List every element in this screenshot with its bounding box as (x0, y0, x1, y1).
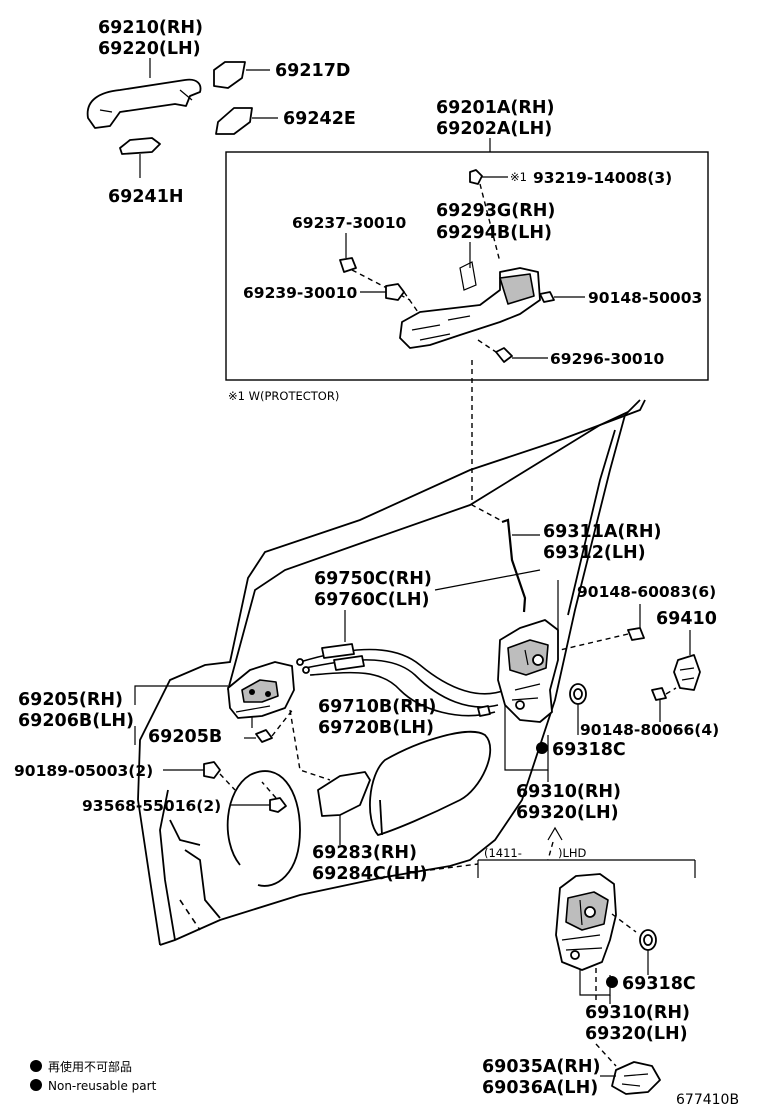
handle-outer-label-lh: 69220(LH) (98, 39, 201, 59)
protector-note: ※1 W(PROTECTOR) (228, 389, 339, 403)
handle-cap-d-part (213, 61, 246, 89)
legend-en-text: Non-reusable part (48, 1079, 157, 1093)
lock-cover-label-lh: 69036A(LH) (482, 1078, 598, 1098)
bolt-90148-60083-label: 90148-60083(6) (577, 583, 716, 601)
handle-cap-e-part (215, 107, 253, 135)
screw-93219-label: 93219-14008(3) (533, 169, 672, 187)
part-69239-label: 69239-30010 (243, 284, 357, 302)
lock-lower-label-lh: 69320(LH) (585, 1024, 688, 1044)
washer-lower-label: 69318C (622, 974, 696, 994)
lock-cover-part (611, 1061, 661, 1095)
lhd-code-label: (1411- (484, 846, 522, 860)
diagram-id: 677410B (676, 1092, 739, 1108)
lock-lower-label-rh: 69310(RH) (585, 1003, 690, 1023)
cover-label-rh: 69283(RH) (312, 843, 417, 863)
part-69237-label: 69237-30010 (292, 214, 406, 232)
non-reusable-dot (536, 742, 548, 754)
inner-handle-label-lh: 69206B(LH) (18, 711, 134, 731)
frame-assy-label-lh: 69202A(LH) (436, 119, 552, 139)
door-striker-part (673, 654, 701, 691)
inner-handle-group: 69205(RH) 69206B(LH) 69205B 90189-05003(… (14, 661, 479, 884)
handle-outer-label-rh: 69210(RH) (98, 18, 203, 38)
clip-90189-label: 90189-05003(2) (14, 762, 153, 780)
rod-label-lh: 69312(LH) (543, 543, 646, 563)
rod-group: 69311A(RH) 69312(LH) (501, 518, 662, 613)
legend: 再使用不可部品 Non-reusable part (30, 1059, 157, 1093)
frame-69293-label-lh: 69294B(LH) (436, 223, 552, 243)
rod-label-rh: 69311A(RH) (543, 522, 662, 542)
inner-handle-label-rh: 69205(RH) (18, 690, 123, 710)
cable-upper-label-lh: 69760C(LH) (314, 590, 430, 610)
cap-d-label: 69217D (275, 61, 350, 81)
cable-lower-label-rh: 69710B(RH) (318, 697, 436, 717)
cable-lower-label-lh: 69720B(LH) (318, 718, 434, 738)
striker-label: 69410 (656, 609, 717, 629)
frame-assy-group: 69201A(RH) 69202A(LH) ※1 93219-14008(3) … (225, 98, 709, 403)
non-reusable-dot-lhd (606, 976, 618, 988)
outer-handle-group: 69210(RH) 69220(LH) 69217D 69242E 69241H (86, 18, 356, 207)
handle-pad-part (119, 137, 161, 155)
outer-door-handle-part (86, 78, 202, 129)
lock-assy-upper-group: 90148-60083(6) 69410 90148-80066(4) 6931… (497, 580, 719, 861)
bolt-90148-50003-label: 90148-50003 (588, 289, 702, 307)
legend-jp-text: 再使用不可部品 (48, 1059, 132, 1074)
legend-dot-jp (30, 1060, 42, 1072)
bolt-90148-80066-label: 90148-80066(4) (580, 721, 719, 739)
lock-top-label-lh: 69320(LH) (516, 803, 619, 823)
lhd-label: )LHD (558, 846, 587, 860)
frame-assy-box (225, 151, 709, 381)
inner-handle-cover-part (317, 771, 371, 817)
screw-93568-label: 93568-55016(2) (82, 797, 221, 815)
cable-upper-label-rh: 69750C(RH) (314, 569, 432, 589)
washer-top-label: 69318C (552, 740, 626, 760)
legend-dot-en (30, 1079, 42, 1091)
lock-cover-label-rh: 69035A(RH) (482, 1057, 601, 1077)
lock-top-label-rh: 69310(RH) (516, 782, 621, 802)
cover-label-lh: 69284C(LH) (312, 864, 428, 884)
protector-mark: ※1 (510, 170, 527, 184)
handle-pad-label: 69241H (108, 187, 184, 207)
frame-69293-label-rh: 69293G(RH) (436, 201, 555, 221)
bezel-label: 69205B (148, 727, 222, 747)
cables-group: 69750C(RH) 69760C(LH) 69710B(RH) 69720B(… (296, 569, 541, 738)
lhd-section-group: (1411- )LHD 69318C 69310(RH) 69320(LH) 6… (477, 846, 696, 1098)
cap-e-label: 69242E (283, 109, 356, 129)
part-69296-label: 69296-30010 (550, 350, 664, 368)
door-outline (137, 399, 646, 946)
frame-assy-label-rh: 69201A(RH) (436, 98, 555, 118)
